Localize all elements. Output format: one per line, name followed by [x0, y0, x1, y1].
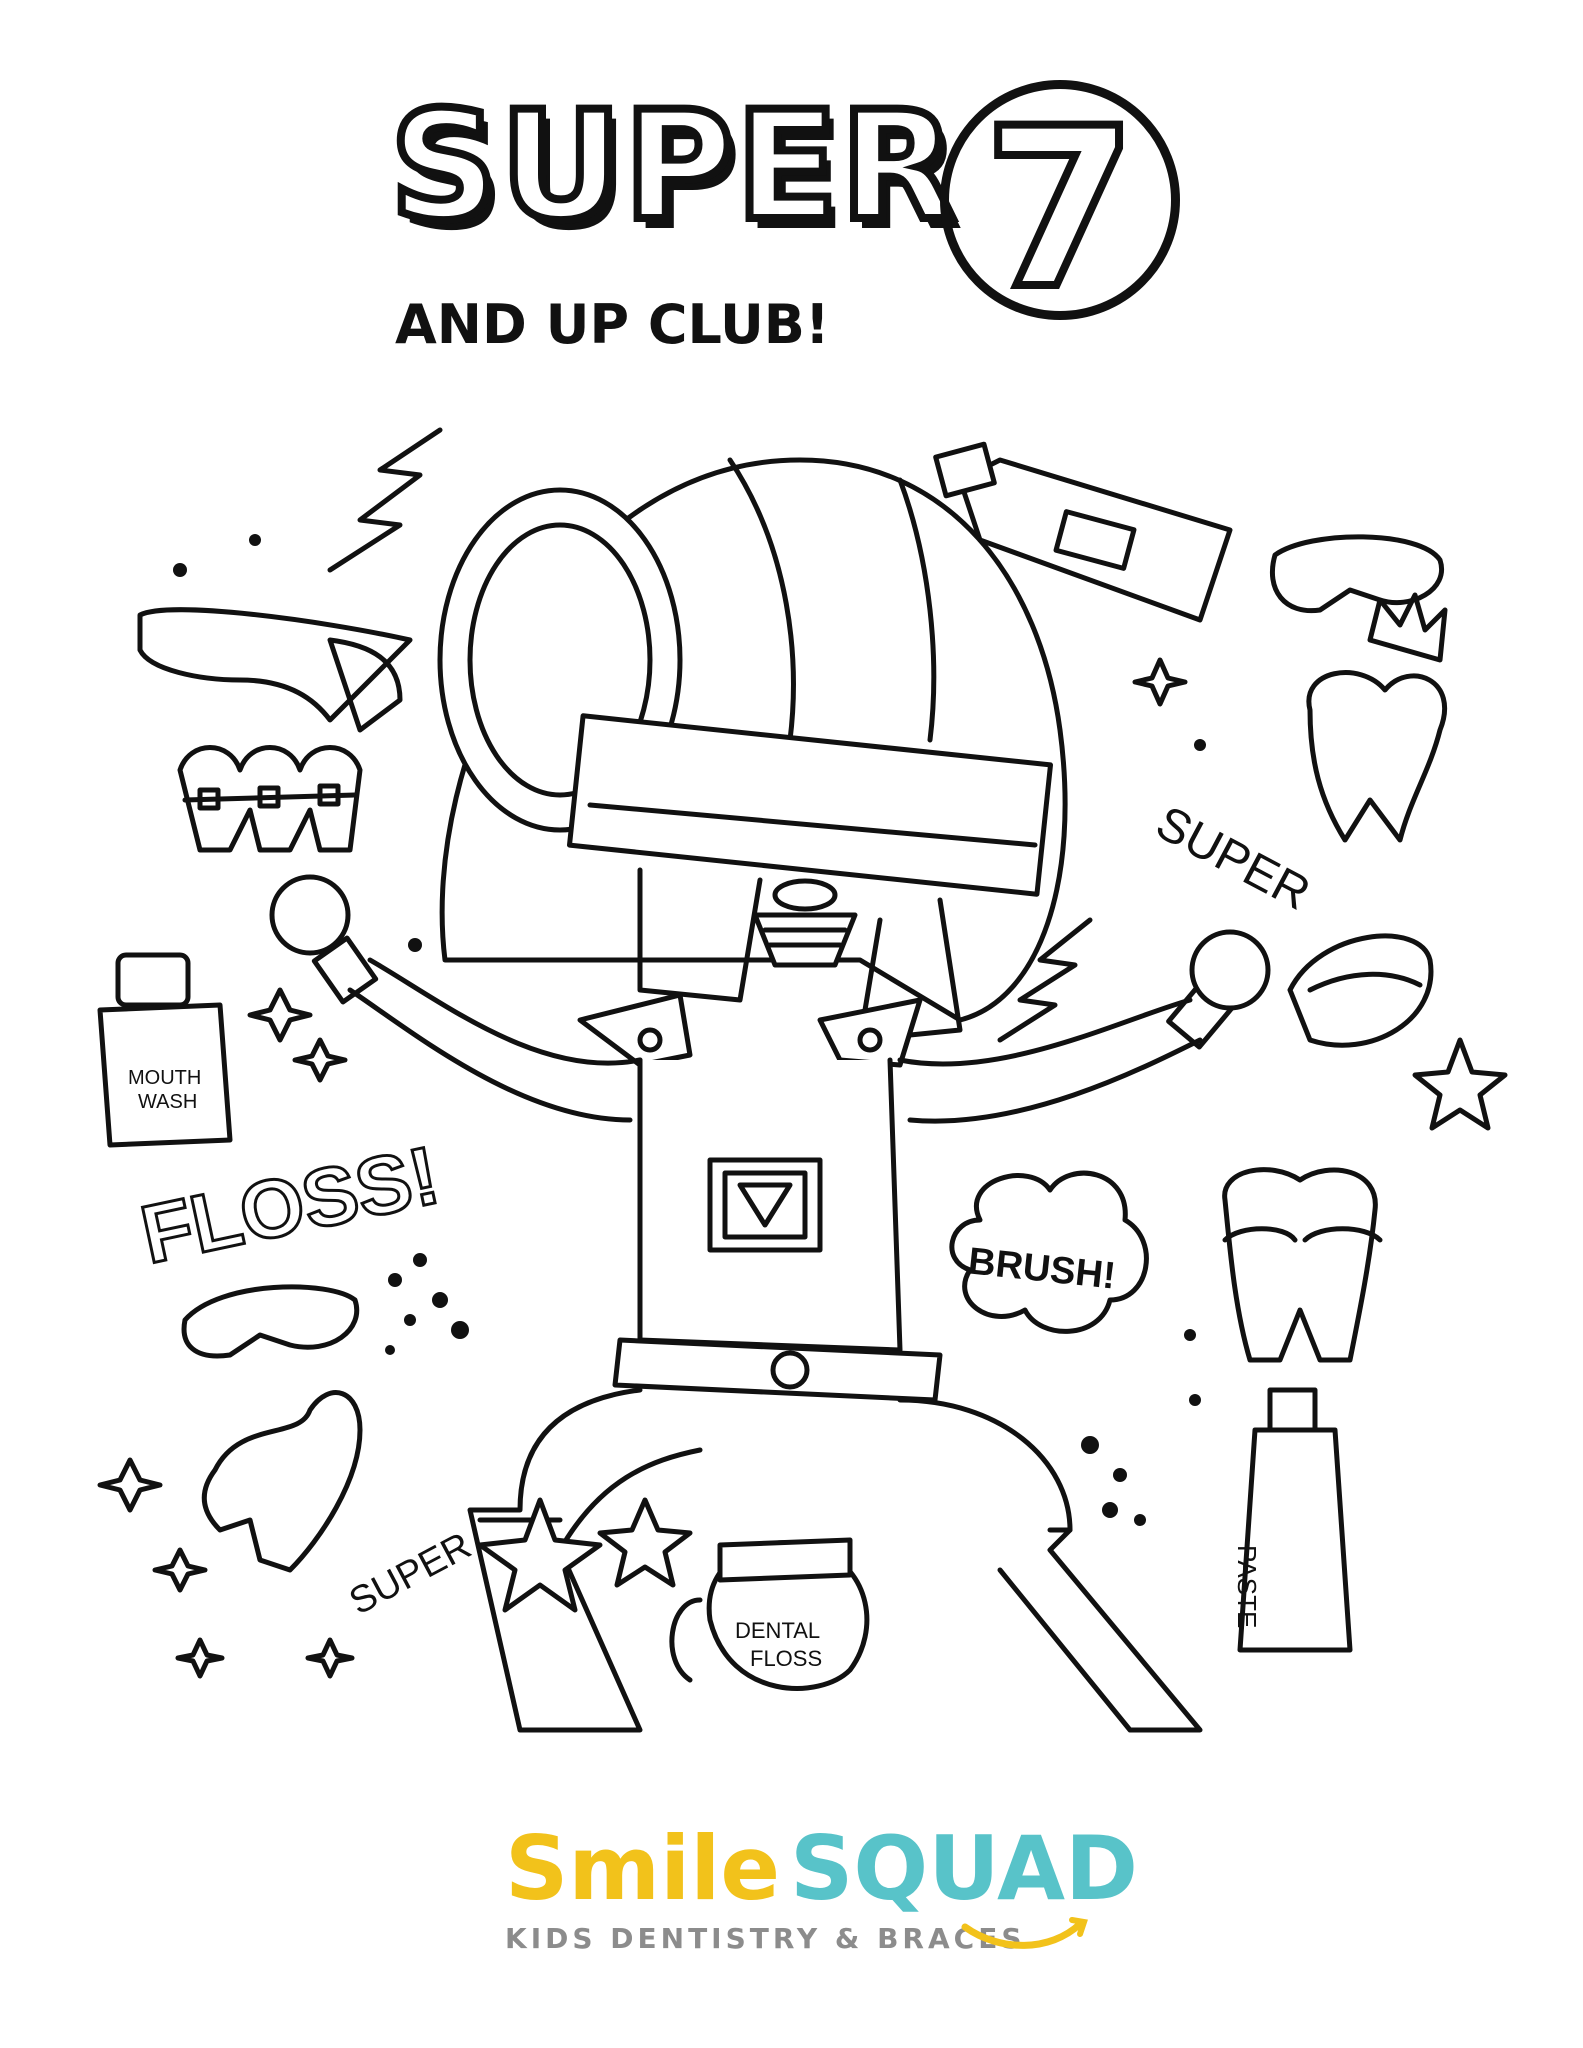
mouthwash-label-line2: WASH: [138, 1091, 198, 1113]
logo-smile-swoosh-icon: [961, 1917, 1088, 1949]
toothpaste-tube-icon-bottom: [1237, 1387, 1353, 1653]
dental-floss-label-line2: FLOSS: [750, 1646, 823, 1671]
logo-word-smile: Smile: [505, 1817, 781, 1920]
title-super: SUPER: [386, 80, 960, 254]
tooth-icon-bottom-left: [201, 1390, 363, 1573]
mouthwash-bottle-icon: [97, 952, 233, 1148]
collar: [577, 992, 923, 1068]
crowned-tooth-icon-right: [1306, 592, 1448, 843]
braces-teeth-icon: [177, 745, 363, 853]
mask-icon-left: [181, 1284, 360, 1359]
title-seven-badge: 7: [940, 80, 1180, 333]
torso: [612, 1057, 943, 1403]
dental-floss-label-line1: DENTAL: [735, 1618, 821, 1643]
superhero-illustration: [97, 427, 1508, 1733]
helmet: [437, 457, 1068, 1023]
logo-word-squad: SQUAD: [790, 1817, 1139, 1920]
mask-icon-right: [1269, 534, 1445, 614]
title-subtitle: AND UP CLUB!: [395, 293, 830, 356]
dots: [173, 534, 1206, 1526]
toothpaste-tube-icon-top: [933, 441, 1233, 623]
star-icons: [97, 657, 1508, 1679]
brush-burst: [949, 1170, 1149, 1334]
face: [637, 867, 963, 1043]
smiling-lips-icon: [1287, 933, 1434, 1048]
lightning-icons: [327, 427, 1093, 1043]
cool-tooth-icon: [1222, 1167, 1383, 1363]
floss-pick-icon: [137, 607, 413, 733]
dental-floss-icon: [669, 1537, 870, 1691]
legs: [467, 1387, 1203, 1733]
arms: [269, 874, 1271, 1124]
logo-tagline: KIDS DENTISTRY & BRACES: [505, 1922, 1026, 1955]
paste-label: PASTE: [1232, 1545, 1262, 1629]
mouthwash-label-line1: MOUTH: [128, 1067, 202, 1089]
